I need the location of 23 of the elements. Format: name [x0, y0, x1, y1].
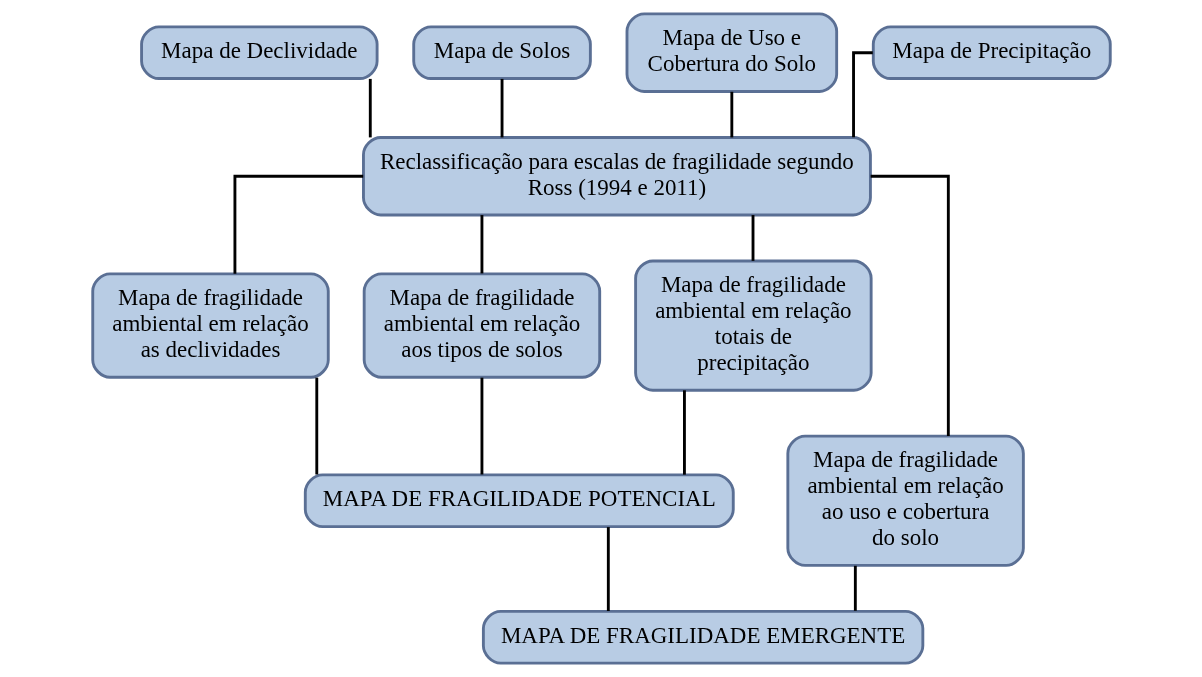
node-box: Mapa de Precipitação	[871, 25, 1112, 80]
connector	[751, 215, 754, 261]
node-box: MAPA DE FRAGILIDADE EMERGENTE	[481, 609, 924, 665]
node-box: Mapa de fragilidade ambiental em relação aos tipos de solos	[362, 272, 601, 379]
connector	[368, 78, 372, 138]
node-box: Mapa de Declividade	[139, 25, 379, 80]
node-box: Mapa de Uso e Cobertura do Solo	[625, 12, 838, 93]
node-box: Mapa de fragilidade ambiental em relação as declividades	[90, 272, 330, 379]
connector	[606, 527, 610, 611]
node-box: Reclassificação para escalas de fragilidade segundo Ross (1994 e 2011)	[361, 136, 872, 217]
connector	[853, 565, 857, 611]
connector	[682, 390, 686, 475]
node-box: Mapa de Solos	[411, 25, 592, 80]
connector	[480, 377, 483, 475]
node-box: MAPA DE FRAGILIDADE POTENCIAL	[303, 473, 735, 529]
connector	[870, 174, 950, 436]
connector	[480, 215, 483, 274]
connector	[233, 174, 363, 274]
connector	[729, 91, 733, 138]
node-box: Mapa de fragilidade ambiental em relação ao uso e cobertura do solo	[785, 434, 1025, 567]
node-box: Mapa de fragilidade ambiental em relação totais de precipitação	[633, 259, 873, 392]
connector	[500, 78, 503, 138]
connector	[314, 377, 318, 475]
